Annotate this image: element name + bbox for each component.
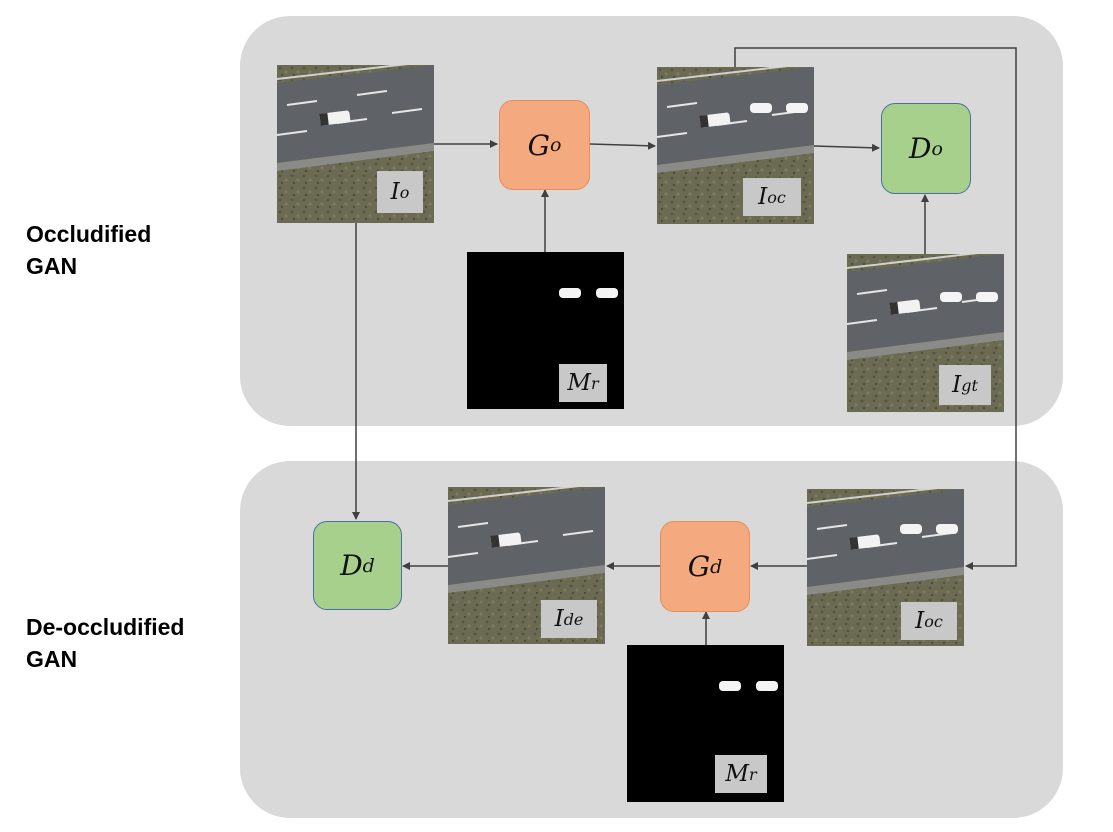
occludified-gan-label: Occludified GAN bbox=[26, 221, 152, 279]
deoccludified-gan-label: De-occludified GAN bbox=[26, 614, 185, 672]
